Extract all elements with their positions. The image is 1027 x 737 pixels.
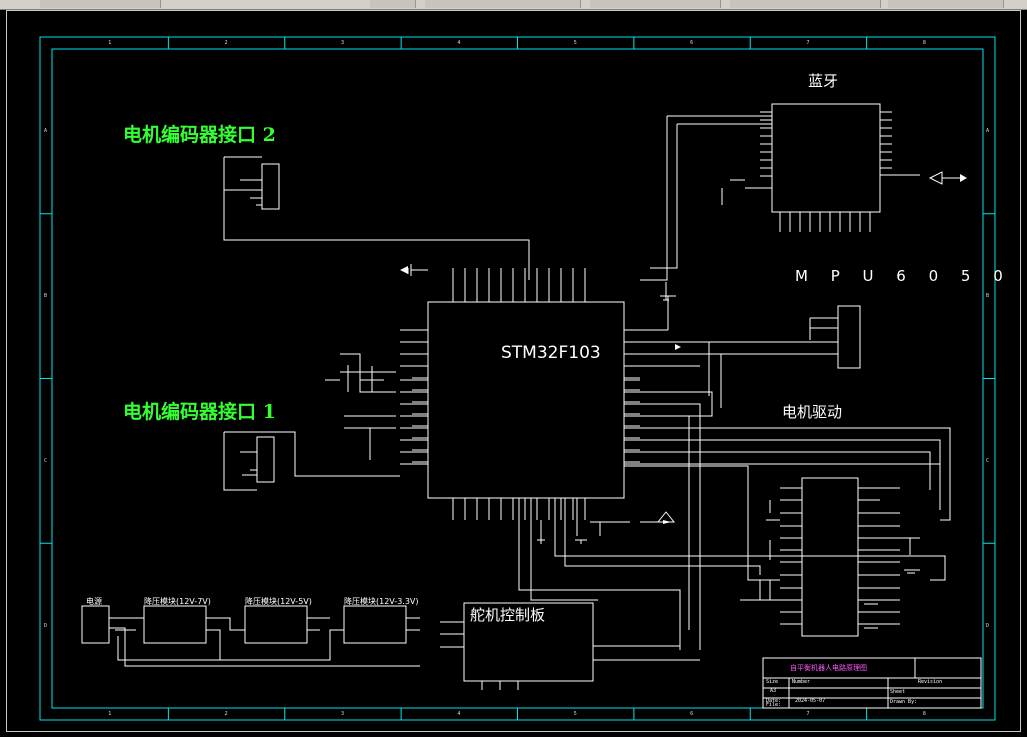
title-file-label: File: xyxy=(766,702,782,708)
frame-row-letter: C xyxy=(44,457,48,464)
drawing-canvas[interactable] xyxy=(6,10,1021,732)
cad-toolbar xyxy=(0,0,1027,10)
wires xyxy=(81,103,982,709)
regulator-3v3-label: 降压模块(12V-3.3V) xyxy=(344,597,419,606)
frame-column-number: 3 xyxy=(340,711,344,717)
title-size-label: Size xyxy=(766,679,779,685)
ground-symbols xyxy=(400,174,967,524)
title-date-value: 2024-05-07 xyxy=(795,698,826,704)
frame-column-number: 5 xyxy=(573,40,577,46)
frame-row-letter: B xyxy=(44,293,48,300)
layer-dropdown[interactable] xyxy=(425,0,581,8)
title-number-label: Number xyxy=(792,679,811,685)
servo-board-label: 舵机控制板 xyxy=(470,606,546,624)
frame-column-number: 3 xyxy=(340,40,344,46)
frame-row-letter: D xyxy=(44,622,48,629)
mcu-label: STM32F103 xyxy=(501,343,601,363)
power-label: 电源 xyxy=(86,597,102,606)
drawing-border xyxy=(39,36,996,721)
frame-column-number: 1 xyxy=(108,40,112,46)
title-drawn-label: Drawn By: xyxy=(890,699,918,705)
toolbar-group-1[interactable] xyxy=(40,0,161,8)
bluetooth-label: 蓝牙 xyxy=(808,72,839,90)
frame-column-number: 4 xyxy=(457,711,461,717)
mcu-chip-body xyxy=(427,301,625,499)
regulator-5v-label: 降压模块(12V-5V) xyxy=(245,597,312,606)
frame-row-letter: A xyxy=(44,128,48,135)
regulator-7v-label: 降压模块(12V-7V) xyxy=(144,597,211,606)
encoder1-label: 电机编码器接口 1 xyxy=(123,401,276,423)
lineweight-dropdown[interactable] xyxy=(730,0,881,8)
frame-column-number: 4 xyxy=(457,40,461,46)
frame-column-number: 5 xyxy=(573,711,577,717)
frame-column-number: 2 xyxy=(224,40,228,46)
frame-row-letter: A xyxy=(986,128,990,135)
frame-column-number: 8 xyxy=(922,40,926,46)
frame-column-number: 2 xyxy=(224,711,228,717)
frame-column-number: 6 xyxy=(690,711,694,717)
plotstyle-dropdown[interactable] xyxy=(888,0,1004,8)
encoder2-label: 电机编码器接口 2 xyxy=(123,124,276,146)
frame-column-number: 7 xyxy=(806,711,810,717)
title-size-value: A3 xyxy=(770,688,777,694)
title-block-title: 自平衡机器人电路原理图 xyxy=(790,664,867,672)
frame-column-number: 6 xyxy=(690,40,694,46)
frame-row-letter: D xyxy=(986,622,990,629)
frame-row-letter: C xyxy=(986,457,990,464)
title-date-label: Date: xyxy=(766,698,782,704)
title-sheet-label: Sheet xyxy=(890,689,906,695)
frame-column-number: 7 xyxy=(806,40,810,46)
linetype-dropdown[interactable] xyxy=(590,0,721,8)
mpu6050-label: M P U 6 0 5 0 xyxy=(795,267,1012,285)
frame-column-number: 1 xyxy=(108,711,112,717)
frame-column-number: 8 xyxy=(922,711,926,717)
title-revision-label: Revision xyxy=(918,679,943,685)
frame-row-letter: B xyxy=(986,293,990,300)
toolbar-group-2[interactable] xyxy=(370,0,416,8)
motor-driver-label: 电机驱动 xyxy=(782,403,843,421)
